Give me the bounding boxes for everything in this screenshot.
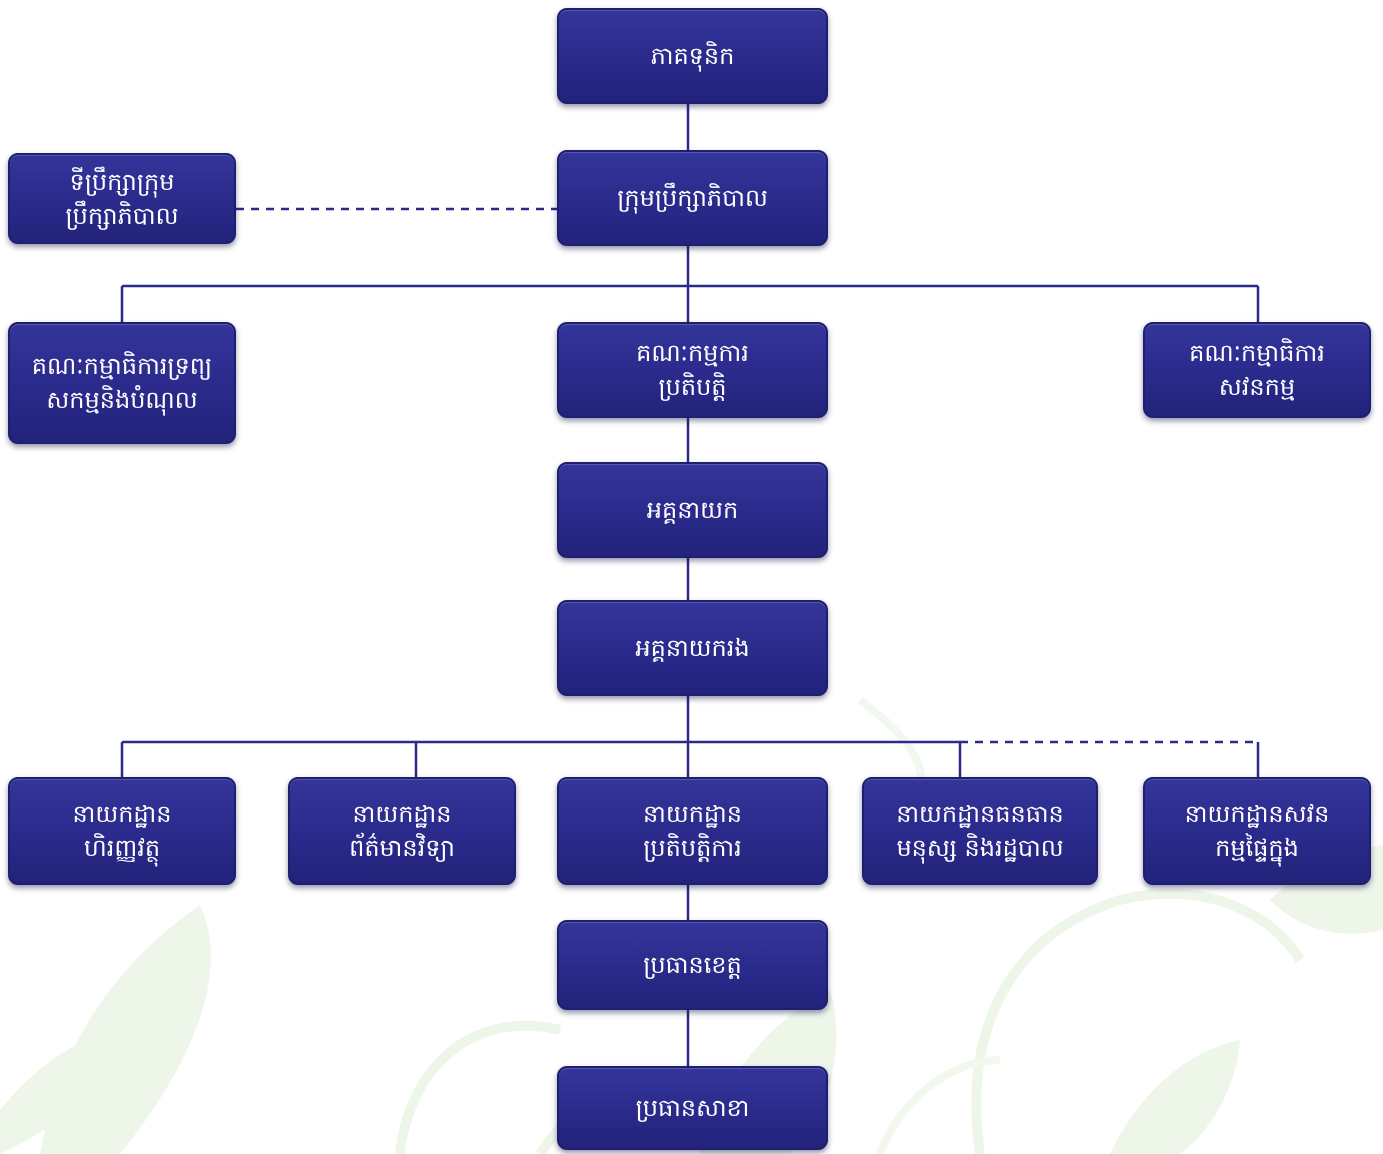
- node-label-line-2: សកម្មនិងបំណុល: [46, 386, 198, 414]
- node-provincial-manager: ប្រធានខេត្ត: [557, 920, 828, 1010]
- node-branch-manager: ប្រធានសាខា: [557, 1066, 828, 1150]
- node-label-line-2: ព័ត៌មានវិទ្យា: [349, 834, 455, 862]
- node-director-general: អគ្គនាយក: [557, 462, 828, 558]
- node-label-line-2: ប្រតិបត្តិការ: [643, 834, 742, 862]
- node-label-line-1: នាយកដ្ឋាន: [642, 800, 743, 828]
- node-label: ប្រធានខេត្ត: [643, 951, 742, 979]
- node-finance-department: នាយកដ្ឋាន ហិរញ្ញវត្ថុ: [8, 777, 236, 885]
- node-label-line-2: សវនកម្ម: [1218, 373, 1296, 401]
- node-label-line-2: ប្រឹក្សាភិបាល: [65, 201, 179, 230]
- node-label: ភាគទុនិក: [650, 42, 735, 70]
- node-label: ប្រធានសាខា: [635, 1094, 750, 1122]
- node-board-advisor: ទីប្រឹក្សាក្រុម ប្រឹក្សាភិបាល: [8, 153, 236, 244]
- node-shareholders: ភាគទុនិក: [557, 8, 828, 104]
- node-label-line-1: នាយកដ្ឋានសវន: [1184, 800, 1330, 828]
- node-operations-department: នាយកដ្ឋាន ប្រតិបត្តិការ: [557, 777, 828, 885]
- node-label-line-2: មនុស្ស និងរដ្ឋបាល: [896, 834, 1064, 862]
- node-assets-liabilities-committee: គណៈកម្មាធិការទ្រព្យ សកម្មនិងបំណុល: [8, 322, 236, 444]
- node-label-line-2: ហិរញ្ញវត្ថុ: [83, 834, 161, 862]
- node-label-line-1: នាយកដ្ឋាន: [72, 800, 172, 828]
- node-hr-admin-department: នាយកដ្ឋានធនធាន មនុស្ស និងរដ្ឋបាល: [862, 777, 1098, 885]
- node-label: ក្រុមប្រឹក្សាភិបាល: [617, 184, 768, 212]
- node-label-line-2: ប្រតិបត្តិ: [658, 373, 727, 401]
- node-audit-committee: គណៈកម្មាធិការ សវនកម្ម: [1143, 322, 1371, 418]
- node-internal-audit-department: នាយកដ្ឋានសវន កម្មផ្ទៃក្នុង: [1143, 777, 1371, 885]
- node-label-line-1: ទីប្រឹក្សាក្រុម: [69, 167, 175, 196]
- node-label-line-1: នាយកដ្ឋាន: [352, 800, 452, 828]
- node-deputy-director-general: អគ្គនាយករង: [557, 600, 828, 696]
- node-executive-committee: គណៈកម្មការ ប្រតិបត្តិ: [557, 322, 828, 418]
- node-label-line-1: គណៈកម្មាធិការទ្រព្យ: [31, 352, 213, 380]
- node-label-line-1: គណៈកម្មការ: [636, 339, 749, 367]
- node-board-of-directors: ក្រុមប្រឹក្សាភិបាល: [557, 150, 828, 246]
- node-label: អគ្គនាយករង: [635, 634, 750, 662]
- node-label-line-1: គណៈកម្មាធិការ: [1189, 339, 1325, 367]
- node-label: អគ្គនាយក: [646, 496, 739, 524]
- node-label-line-1: នាយកដ្ឋានធនធាន: [896, 800, 1064, 828]
- node-it-department: នាយកដ្ឋាន ព័ត៌មានវិទ្យា: [288, 777, 516, 885]
- node-label-line-2: កម្មផ្ទៃក្នុង: [1215, 834, 1299, 862]
